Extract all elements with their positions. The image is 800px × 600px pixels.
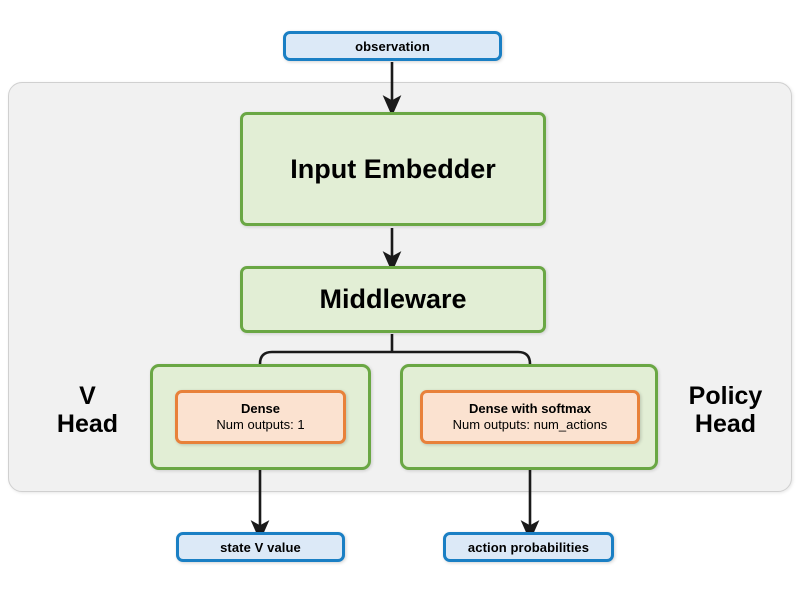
observation-node[interactable]: observation [283,31,502,61]
input-embedder-label: Input Embedder [290,153,496,184]
observation-label: observation [355,38,430,54]
state-v-value-label: state V value [220,539,301,555]
input-embedder-node[interactable]: Input Embedder [240,112,546,226]
action-probabilities-label: action probabilities [467,539,590,555]
middleware-node[interactable]: Middleware [240,266,546,333]
v-head-dense-title: Dense [240,400,281,416]
policy-head-label: Policy Head [688,382,763,438]
v-head-dense-node[interactable]: Dense Num outputs: 1 [175,390,346,444]
policy-head-dense-node[interactable]: Dense with softmax Num outputs: num_acti… [420,390,640,444]
policy-head-dense-title: Dense with softmax [468,400,592,416]
v-head-dense-subtitle: Num outputs: 1 [216,417,305,432]
state-v-value-node[interactable]: state V value [176,532,345,562]
action-probabilities-node[interactable]: action probabilities [443,532,614,562]
policy-head-dense-subtitle: Num outputs: num_actions [452,417,608,432]
middleware-label: Middleware [319,284,467,314]
v-head-label: V Head [56,382,119,438]
